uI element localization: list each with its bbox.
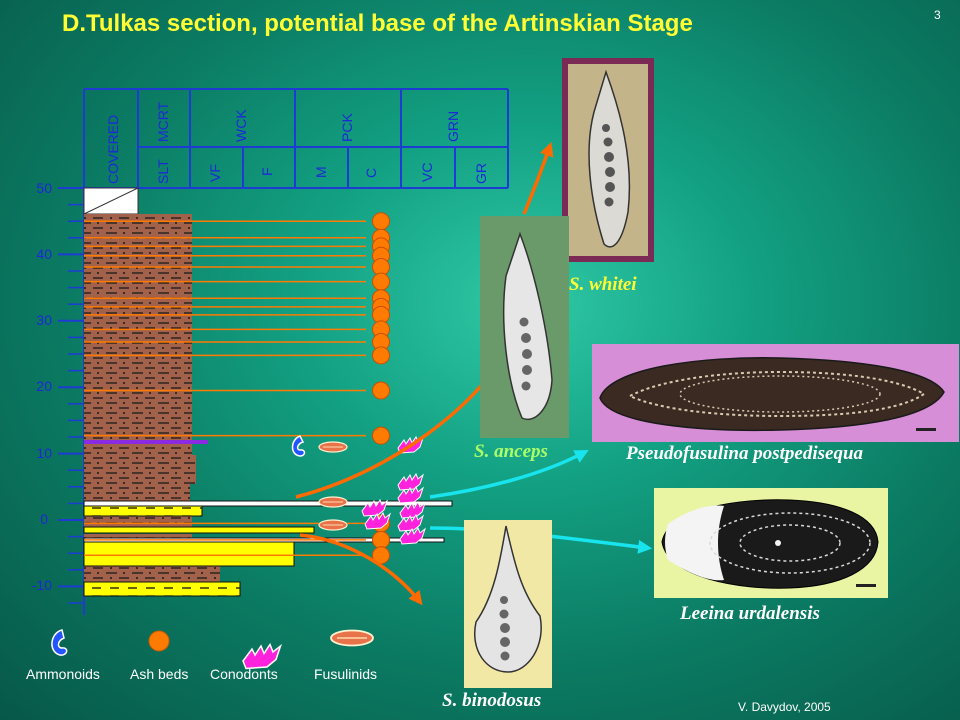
header-vc: VC: [419, 163, 435, 182]
ash-bed-dot: [372, 381, 390, 400]
ash-bed-icon: [148, 630, 170, 652]
depth-label-10: 10: [36, 445, 52, 461]
header-wck: WCK: [233, 109, 249, 142]
header-mcrt: MCRT: [155, 101, 171, 142]
depth-label-20: 20: [36, 378, 52, 394]
conodont-icon: [242, 643, 282, 670]
fossil-occurrences: [291, 435, 426, 545]
tuff-bed: [83, 526, 315, 534]
page-title: D.Tulkas section, potential base of the …: [62, 10, 693, 37]
s-binodosus-image: [464, 520, 552, 688]
fusulinid-occurrence: [318, 496, 348, 508]
depth-label-50: 50: [36, 180, 52, 196]
ash-bed-dot: [372, 272, 390, 291]
author-credit: V. Davydov, 2005: [738, 700, 831, 714]
legend-label-ammonoids: Ammonoids: [26, 666, 100, 682]
caption-s-whitei: S. whitei: [569, 274, 637, 295]
page-number: 3: [934, 8, 941, 22]
header-grn: GRN: [445, 111, 461, 142]
depth-axis: 50 40 30 20 10 0 -10: [32, 180, 85, 615]
thin-bed: [83, 500, 453, 507]
ash-bed-dot: [372, 346, 390, 365]
shale-interval: [84, 516, 192, 528]
depth-label-30: 30: [36, 312, 52, 328]
shale-interval: [84, 534, 192, 540]
lithology-column: [83, 187, 453, 597]
arrow-to-whitei: [522, 142, 554, 215]
ammonoid-icon: [51, 629, 68, 656]
arrow-to-pseudofusulina: [429, 450, 589, 499]
header-c: C: [363, 168, 379, 178]
depth-label-40: 40: [36, 246, 52, 262]
header-covered: COVERED: [105, 115, 121, 184]
caption-s-anceps: S. anceps: [474, 441, 548, 462]
fusulinid-occurrence: [318, 519, 348, 531]
marker-horizon: [84, 440, 208, 444]
shale-interval: [84, 214, 196, 502]
header-m: M: [313, 166, 329, 178]
depth-label-minus10: -10: [32, 577, 52, 593]
header-vf: VF: [207, 164, 223, 182]
leeina-image: [654, 488, 888, 598]
s-whitei-image: [562, 58, 654, 262]
legend-label-ash-beds: Ash beds: [130, 666, 189, 682]
tuff-bed: [83, 505, 203, 517]
header-slt: SLT: [155, 159, 171, 184]
header-f: F: [259, 167, 275, 176]
pseudofusulina-image: [592, 344, 959, 442]
caption-leeina: Leeina urdalensis: [680, 603, 820, 624]
fusulinid-occurrence: [318, 441, 348, 453]
header-pck: PCK: [339, 113, 355, 142]
tuff-bed: [83, 540, 295, 567]
shale-interval: [84, 566, 220, 582]
header-gr: GR: [473, 163, 489, 184]
ash-bed-dot: [372, 212, 390, 231]
ash-bed-dot: [372, 426, 390, 445]
arrow-to-anceps: [295, 358, 503, 499]
fusulinid-icon: [330, 629, 374, 647]
ammonoid-occurrence: [291, 435, 306, 457]
s-anceps-image: [480, 216, 569, 438]
legend-label-conodonts: Conodonts: [210, 666, 278, 682]
arrow-to-binodosus: [299, 533, 423, 606]
caption-pseudofusulina: Pseudofusulina postpedisequa: [626, 443, 864, 464]
conodont-occurrence: [397, 473, 424, 491]
legend: [51, 629, 374, 670]
tuff-bed: [83, 581, 241, 597]
grain-size-header: COVERED MCRT WCK PCK GRN SLT VF F M C VC…: [83, 88, 509, 189]
caption-s-binodosus: S. binodosus: [442, 690, 542, 711]
ash-bed-dot: [372, 530, 390, 549]
depth-label-0: 0: [40, 511, 48, 527]
legend-label-fusulinids: Fusulinids: [314, 666, 378, 682]
